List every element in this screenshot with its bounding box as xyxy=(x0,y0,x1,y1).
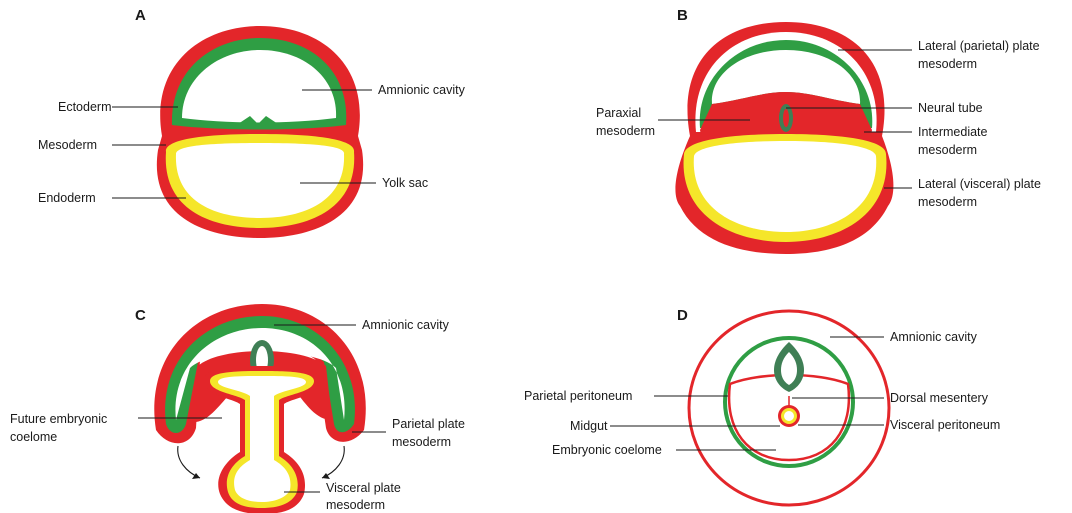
panel-c-label-visceral-plate-1: Visceral plate xyxy=(326,481,401,495)
panel-b-label-intermediate-1: Intermediate xyxy=(918,125,988,139)
panel-d-label-embryonic-coelome: Embryonic coelome xyxy=(552,443,662,457)
panel-d-label-parietal-peritoneum: Parietal peritoneum xyxy=(524,389,632,403)
panel-b-label-paraxial-2: mesoderm xyxy=(596,124,655,138)
panel-c-fold-arrow-right xyxy=(322,446,344,478)
panel-b-label-neural-tube: Neural tube xyxy=(918,101,983,115)
panel-a-label-yolk-sac: Yolk sac xyxy=(382,176,428,190)
panel-d-label-dorsal-mesentery: Dorsal mesentery xyxy=(890,391,989,405)
panel-c-fold-arrow-left xyxy=(178,446,200,478)
panel-b-label-lateral-visceral-2: mesoderm xyxy=(918,195,977,209)
panel-c-label-parietal-plate-2: mesoderm xyxy=(392,435,451,449)
panel-a-label-amnionic-cavity: Amnionic cavity xyxy=(378,83,466,97)
panel-b-label-lateral-visceral-1: Lateral (visceral) plate xyxy=(918,177,1041,191)
panel-d-label-midgut: Midgut xyxy=(570,419,608,433)
panel-d-label-amnionic-cavity: Amnionic cavity xyxy=(890,330,978,344)
panel-c-label-future-coelome-1: Future embryonic xyxy=(10,412,107,426)
panel-b-label-lateral-parietal-1: Lateral (parietal) plate xyxy=(918,39,1040,53)
panel-d-label-visceral-peritoneum: Visceral peritoneum xyxy=(890,418,1000,432)
panel-d: D Amnionic cavity Parietal peritoneum Do… xyxy=(524,307,1000,505)
panel-b-label-paraxial-1: Paraxial xyxy=(596,106,641,120)
panel-b: B Lateral (parietal) plate mesoderm Para… xyxy=(596,7,1041,254)
panel-a: A Amnionic cavity Ectoderm Mesoderm Endo… xyxy=(38,7,466,238)
panel-a-label-endoderm: Endoderm xyxy=(38,191,96,205)
panel-c-label-parietal-plate-1: Parietal plate xyxy=(392,417,465,431)
panel-a-label-mesoderm: Mesoderm xyxy=(38,138,97,152)
panel-c-label-future-coelome-2: coelome xyxy=(10,430,57,444)
panel-d-letter: D xyxy=(677,307,688,324)
panel-b-label-intermediate-2: mesoderm xyxy=(918,143,977,157)
panel-a-label-ectoderm: Ectoderm xyxy=(58,100,112,114)
panel-b-letter: B xyxy=(677,7,688,24)
panel-d-midgut-lumen xyxy=(784,411,794,421)
panel-c-label-visceral-plate-2: mesoderm xyxy=(326,498,385,512)
panel-b-neural-tube-lumen xyxy=(783,109,789,127)
panel-a-letter: A xyxy=(135,7,146,24)
panel-c-label-amnionic-cavity: Amnionic cavity xyxy=(362,318,450,332)
panel-b-label-lateral-parietal-2: mesoderm xyxy=(918,57,977,71)
panel-c: C Amnionic cavity Future embryonic coelo… xyxy=(10,304,465,513)
panel-c-letter: C xyxy=(135,307,146,324)
